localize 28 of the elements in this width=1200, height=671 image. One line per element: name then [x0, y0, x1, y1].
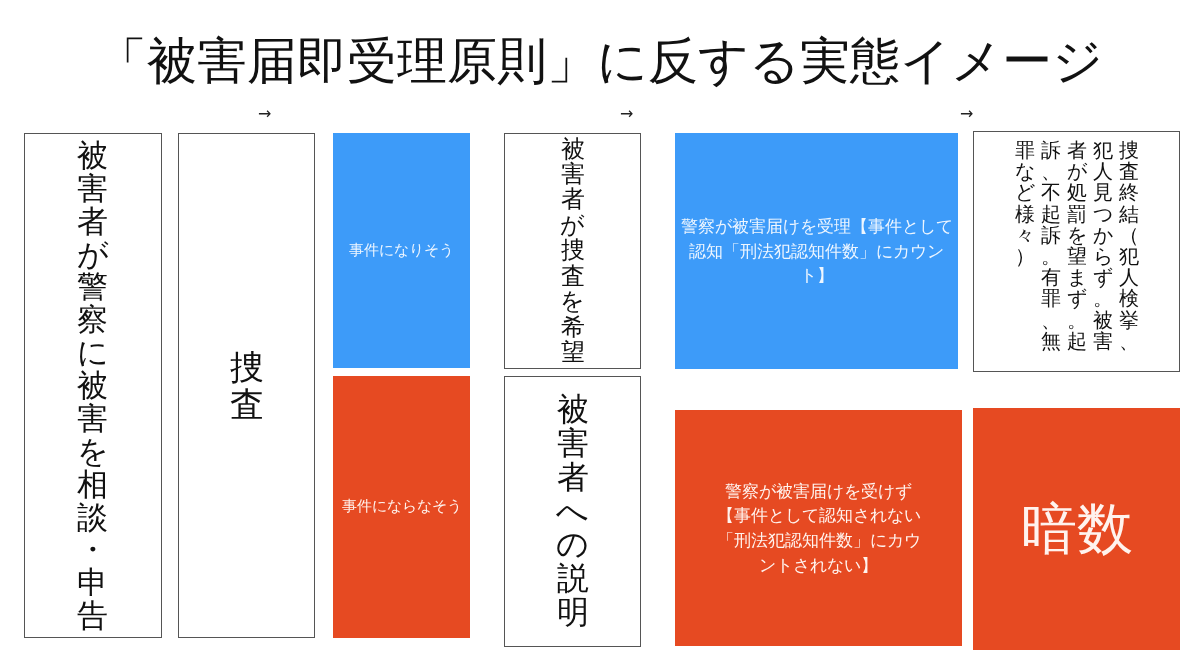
- box-label: 被害者が警察に被害を相談・申告: [76, 139, 110, 632]
- box-label: 事件にならなそう: [341, 496, 462, 518]
- process-box: [675, 133, 958, 369]
- box-label: 警察が被害届けを受けず【事件として認知されない「刑法犯認知件数」にカウントされない】: [715, 479, 922, 577]
- box-label: 被害者への説明: [555, 392, 590, 631]
- process-box: [675, 410, 962, 646]
- arrow-symbol: →: [258, 104, 272, 123]
- process-box: [504, 376, 641, 647]
- box-label: 暗数: [1020, 495, 1133, 564]
- process-box: [333, 133, 470, 368]
- process-box: [24, 133, 162, 638]
- process-box: [973, 408, 1180, 650]
- process-box: [333, 376, 470, 638]
- box-label: 被害者が捜査を希望: [559, 136, 586, 366]
- arrow-symbol: →: [620, 104, 634, 123]
- process-box: [178, 133, 315, 638]
- box-label: 警察が被害届けを受理【事件として認知「刑法犯認知件数」にカウント】: [679, 215, 954, 288]
- box-label: 罪など様々）: [1013, 140, 1036, 268]
- box-label: 捜査終結（犯人検挙、: [1117, 140, 1140, 352]
- box-label: 犯人見つからず。被害: [1091, 140, 1114, 352]
- box-label: 事件になりそう: [349, 239, 454, 261]
- box-label: 訴、不起訴。有罪、無: [1039, 140, 1062, 352]
- box-label: 者が処罰を望まず。起: [1065, 140, 1088, 352]
- process-box: [504, 133, 641, 369]
- process-box: [973, 131, 1180, 372]
- box-label: 捜査: [228, 349, 265, 422]
- arrow-symbol: →: [960, 104, 974, 123]
- title: 「被害届即受理原則」に反する実態イメージ: [96, 31, 1104, 92]
